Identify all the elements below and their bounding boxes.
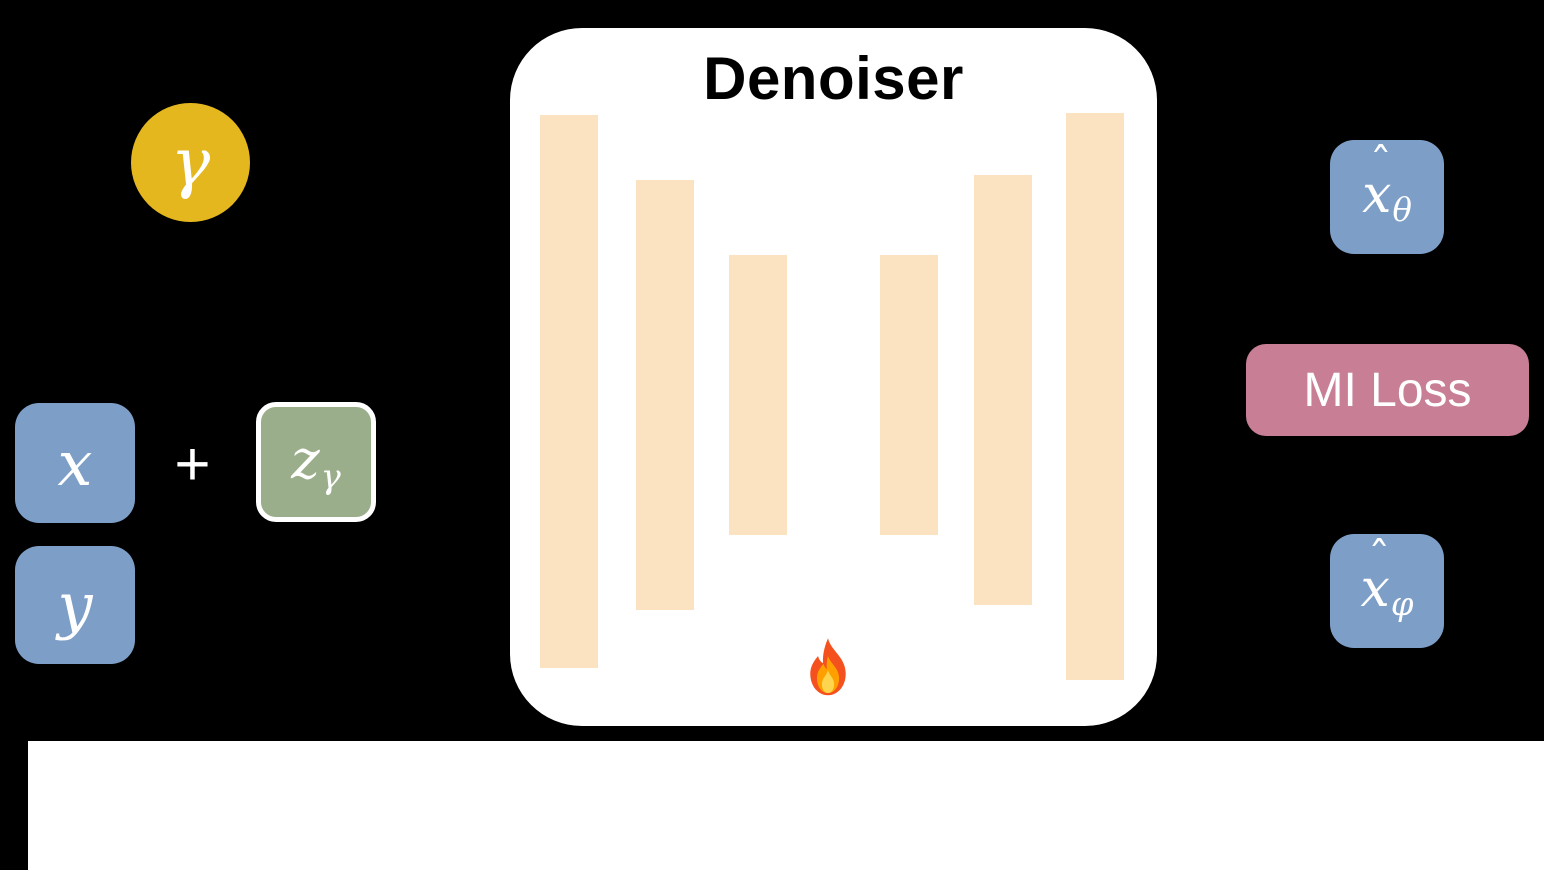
hat-accent: ˆ [1369,139,1392,191]
z-label: zγ [291,427,341,497]
y-input-node: y [15,546,135,664]
hat-accent: ˆ [1368,533,1391,585]
denoiser-title: Denoiser [703,45,964,112]
denoiser-block: Denoiser [510,28,1157,726]
caption-area [28,741,1544,870]
gamma-label: γ [170,124,211,201]
unet-decoder-bar-3 [1066,113,1124,680]
unet-encoder-bar-3 [729,255,787,535]
unet-encoder-bar-2 [636,180,694,610]
y-label: y [57,568,93,642]
fire-icon [810,638,846,696]
unet-encoder-bar-1 [540,115,598,668]
theta-subscript: θ [1392,191,1412,230]
gamma-node: γ [131,103,250,222]
phi-subscript: φ [1390,585,1414,624]
unet-decoder-bar-1 [880,255,938,535]
x-label: x [57,426,93,500]
mi-loss-label: MI Loss [1303,363,1472,417]
x-input-node: x [15,403,135,523]
plus-operator: + [155,424,230,504]
z-subscript: γ [320,457,341,497]
z-gamma-node: zγ [256,402,376,522]
unet-decoder-bar-2 [974,175,1032,605]
plus-label: + [174,429,211,499]
mi-loss-node: MI Loss [1246,344,1529,436]
